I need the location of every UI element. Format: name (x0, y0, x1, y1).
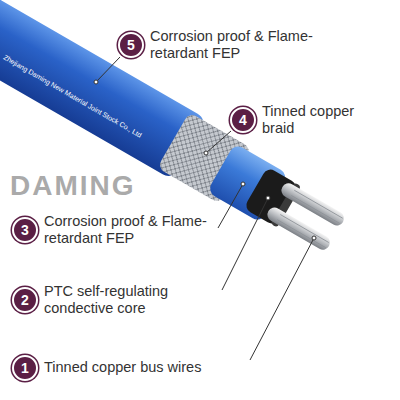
callout-label: Tinned copper bus wires (44, 359, 201, 376)
callout-number: 1 (14, 357, 36, 379)
leader-dot (94, 80, 98, 84)
leader-line (222, 198, 268, 290)
leader-line (96, 57, 120, 82)
callout-label: Corrosion proof & Flame-retardant FEP (44, 213, 216, 248)
callout-circle: 5Corrosion proof & Flame-retardant FEP (118, 32, 144, 58)
leader-line (206, 131, 231, 153)
leader-dot (204, 151, 208, 155)
leader-dot (241, 182, 245, 186)
callout-circle: 1Tinned copper bus wires (12, 355, 38, 381)
leader-dot (312, 236, 316, 240)
watermark: DAMING (10, 170, 136, 202)
leader-line (218, 184, 243, 228)
leader-line (250, 238, 314, 360)
bus-wire (265, 205, 333, 252)
wire-strands (277, 190, 342, 247)
callout-circle: 3Corrosion proof & Flame-retardant FEP (12, 217, 38, 243)
callout-number: 2 (14, 289, 36, 311)
callout-circle: 4Tinned copper braid (230, 107, 256, 133)
callout-number: 5 (120, 34, 142, 56)
callout-label: Tinned copper braid (262, 103, 380, 138)
callout-number: 4 (232, 109, 254, 131)
callout-label: Corrosion proof & Flame-retardant FEP (150, 28, 320, 63)
callout-number: 3 (14, 219, 36, 241)
callout-label: PTC self-regulating condective core (44, 283, 222, 318)
callout-circle: 2PTC self-regulating condective core (12, 287, 38, 313)
leader-dot (266, 196, 270, 200)
